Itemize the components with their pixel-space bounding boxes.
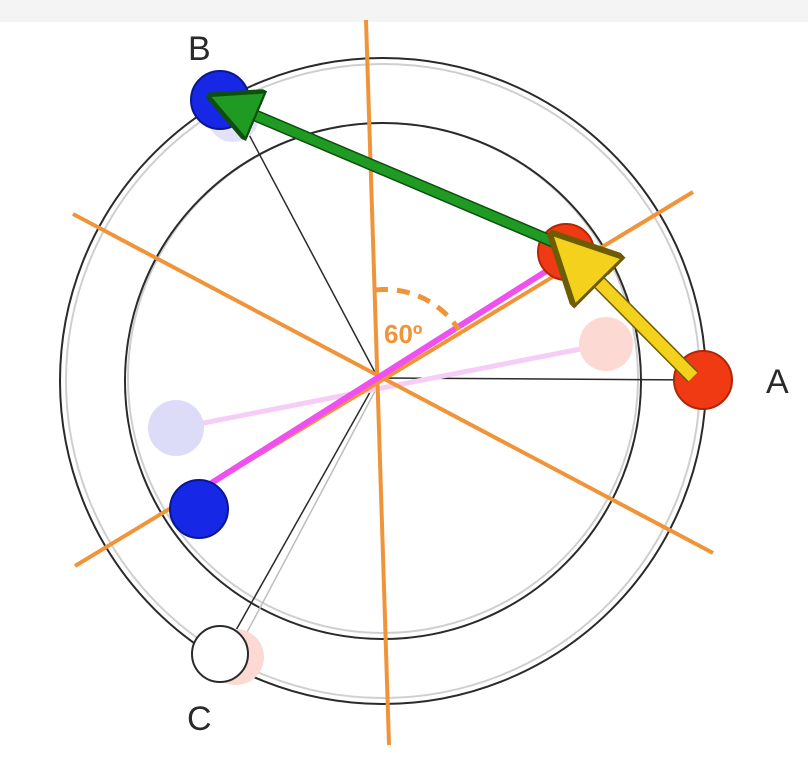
white-atom-c: [191, 625, 249, 683]
label-a: A: [766, 363, 789, 401]
label-c: C: [187, 700, 212, 738]
yellow-arrow-fill: [583, 266, 698, 382]
top-band: [0, 0, 808, 22]
radius-to-c: [221, 377, 379, 656]
magenta-bond: [200, 255, 569, 492]
blue-atom-b: [190, 70, 250, 130]
radius-to-b: [236, 111, 379, 379]
inner-circle: [124, 122, 642, 640]
axis-diagonal-down: [72, 212, 714, 555]
angle-label: 60º: [384, 319, 423, 349]
ghost-red-atom: [579, 317, 633, 371]
green-arrow-fill: [240, 109, 558, 248]
label-b: B: [188, 30, 211, 68]
angle-arc: [374, 286, 462, 332]
ghost-bond: [177, 341, 607, 431]
blue-atom-rotated: [169, 479, 229, 539]
ghost-blue-atom: [148, 400, 204, 456]
radius-to-c-ghost: [235, 377, 383, 654]
